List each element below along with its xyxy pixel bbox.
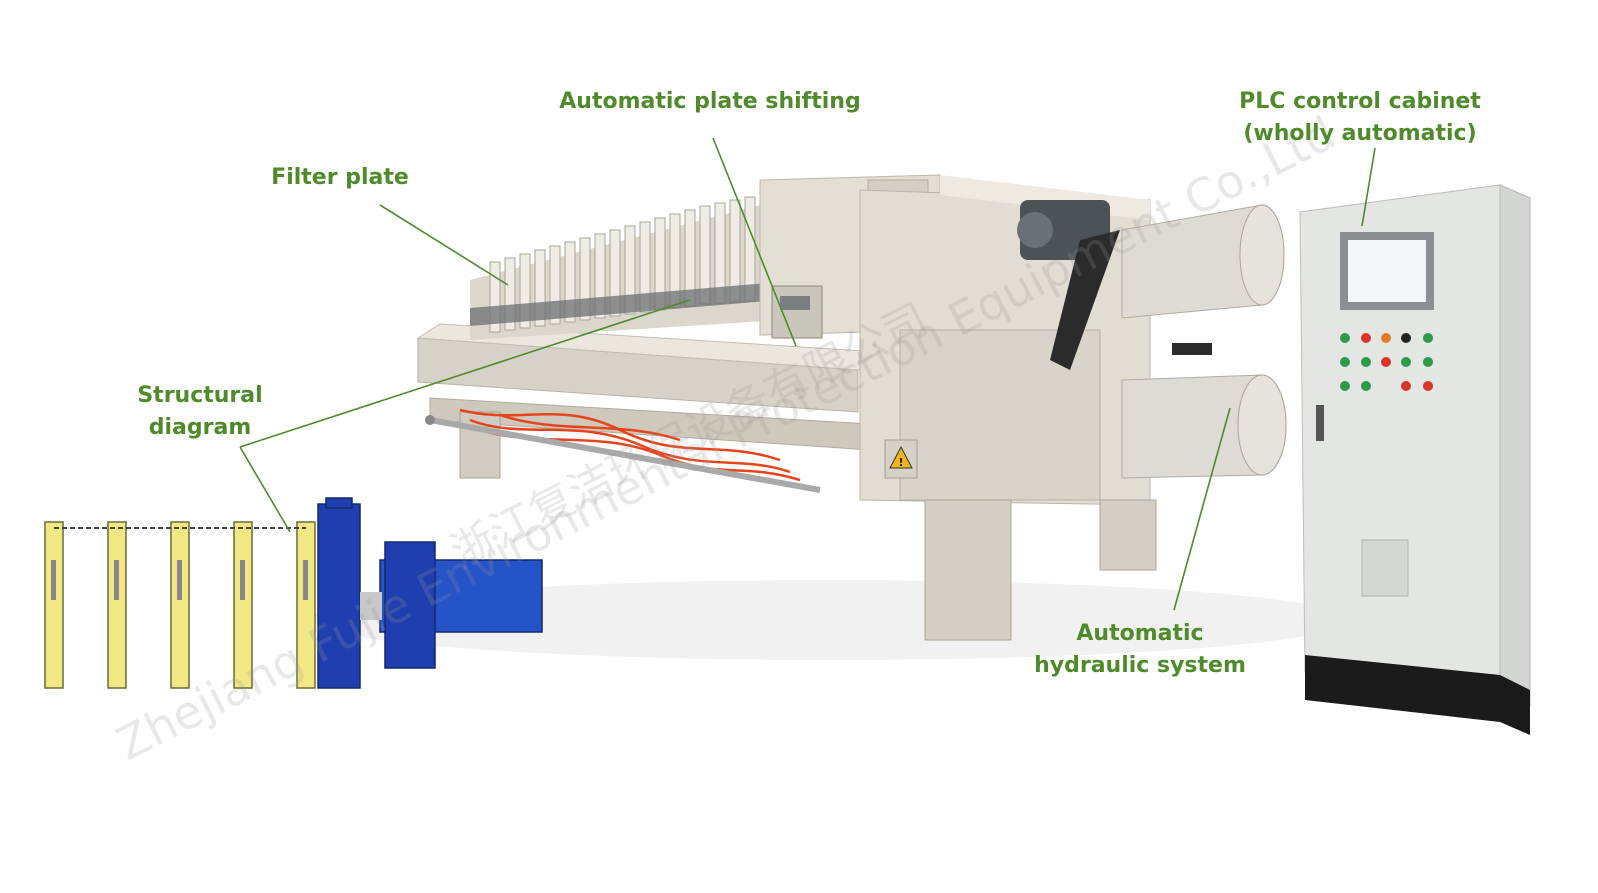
- label-hydraulic-line1: Automatic: [1076, 621, 1204, 646]
- filter-press-machine: !: [416, 174, 1287, 641]
- label-structural-diagram: Structural diagram: [110, 380, 290, 444]
- plc-cabinet: [1298, 184, 1532, 735]
- hydraulic-cylinders: [1121, 204, 1287, 479]
- filter-plates: [470, 196, 780, 340]
- label-hydraulic-system: Automatic hydraulic system: [1020, 618, 1260, 682]
- label-filter-plate-text: Filter plate: [271, 165, 409, 190]
- svg-text:!: !: [898, 456, 903, 469]
- label-plc-line2: (wholly automatic): [1243, 121, 1477, 146]
- label-structural-line1: Structural: [137, 383, 263, 408]
- control-panel-indicators-icon: [1340, 333, 1433, 391]
- leader-lines: [239, 137, 1376, 611]
- structural-diagram: [44, 497, 543, 689]
- label-plate-shifting-text: Automatic plate shifting: [559, 89, 861, 114]
- label-plate-shifting: Automatic plate shifting: [540, 86, 880, 118]
- warning-icon: !: [889, 445, 913, 469]
- label-plc-cabinet: PLC control cabinet (wholly automatic): [1225, 86, 1495, 150]
- label-filter-plate: Filter plate: [250, 162, 430, 194]
- label-hydraulic-line2: hydraulic system: [1034, 653, 1246, 678]
- label-plc-line1: PLC control cabinet: [1239, 89, 1481, 114]
- label-structural-line2: diagram: [148, 415, 252, 440]
